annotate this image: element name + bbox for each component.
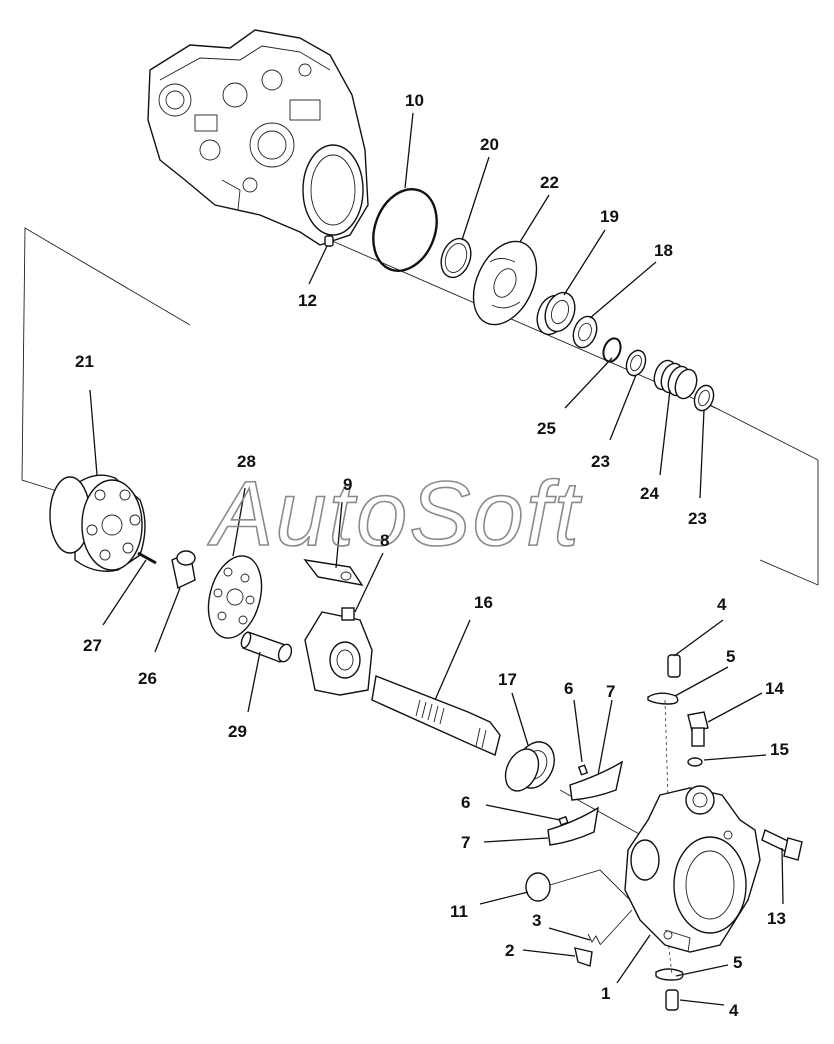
- callout-27: 27: [83, 636, 102, 655]
- part-7-shoe-a: [569, 760, 624, 801]
- part-2-poppet: [574, 947, 593, 967]
- part-22-valve-plate: [472, 240, 538, 326]
- callout-6-a: 6: [564, 679, 573, 698]
- callout-labels: 10 20 22 19 18 12 21 25 23 24 23 28 9 8 …: [75, 91, 789, 1020]
- part-28-retainer-plate: [207, 555, 263, 639]
- callout-15: 15: [770, 740, 789, 759]
- part-14-plug: [687, 711, 709, 747]
- callout-5-bottom: 5: [733, 953, 742, 972]
- part-8-swash-plate: [304, 607, 373, 696]
- part-3-spring: [587, 933, 601, 945]
- callout-7-b: 7: [461, 833, 470, 852]
- part-12-dowel-pin: [324, 235, 334, 247]
- part-13-bolt: [761, 829, 803, 861]
- callout-6-b: 6: [461, 793, 470, 812]
- part-18-washer: [572, 315, 598, 349]
- part-4-pin-bottom: [665, 989, 679, 1011]
- watermark-text: AutoSoft: [207, 463, 582, 565]
- callout-4-bottom: 4: [729, 1001, 739, 1020]
- callout-19: 19: [600, 207, 619, 226]
- callout-18: 18: [654, 241, 673, 260]
- callout-29: 29: [228, 722, 247, 741]
- callout-23-a: 23: [591, 452, 610, 471]
- callout-3: 3: [532, 911, 541, 930]
- callout-25: 25: [537, 419, 556, 438]
- part-6-key-b: [558, 815, 569, 826]
- part-5-circlip-bottom: [655, 968, 684, 981]
- callout-28: 28: [237, 452, 256, 471]
- part-23-spacer-a: [625, 349, 647, 377]
- callout-5-top: 5: [726, 647, 735, 666]
- part-15-o-ring: [687, 757, 703, 767]
- part-19-bearing: [536, 291, 576, 336]
- callout-4-top: 4: [717, 595, 727, 614]
- part-25-snap-ring: [602, 337, 622, 363]
- callout-24: 24: [640, 484, 659, 503]
- part-26-ball-guide: [171, 550, 196, 590]
- part-4-pin-top: [667, 654, 681, 678]
- callout-11: 11: [450, 902, 468, 921]
- part-23-spacer-b: [693, 384, 715, 412]
- part-11-o-ring: [525, 872, 551, 902]
- part-27-pin: [137, 551, 157, 565]
- part-17-bearing: [504, 741, 555, 792]
- pump-housing-casting: [147, 29, 369, 246]
- callout-22: 22: [540, 173, 559, 192]
- callout-17: 17: [498, 670, 517, 689]
- callout-8: 8: [380, 531, 389, 550]
- callout-20: 20: [480, 135, 499, 154]
- part-16-drive-shaft: [371, 675, 501, 756]
- part-10-o-ring: [372, 188, 438, 272]
- part-20-ring: [440, 237, 472, 279]
- part-24-spring: [653, 359, 698, 400]
- callout-13: 13: [767, 909, 786, 928]
- part-5-circlip-top: [647, 692, 679, 705]
- callout-10: 10: [405, 91, 424, 110]
- callout-7-a: 7: [606, 682, 615, 701]
- callout-21: 21: [75, 352, 94, 371]
- callout-2: 2: [505, 941, 514, 960]
- part-7-shoe-b: [547, 806, 599, 846]
- callout-23-b: 23: [688, 509, 707, 528]
- callout-12: 12: [298, 291, 317, 310]
- callout-16: 16: [474, 593, 493, 612]
- leader-lines: [89, 112, 784, 1006]
- part-21-cylinder-block: [49, 474, 146, 572]
- callout-9: 9: [343, 475, 352, 494]
- part-6-key-a: [577, 764, 589, 776]
- callout-1: 1: [601, 984, 610, 1003]
- part-1-motor-housing: [624, 785, 761, 953]
- part-9-plate: [303, 559, 364, 586]
- callout-14: 14: [765, 679, 784, 698]
- part-29-piston: [240, 631, 293, 663]
- callout-26: 26: [138, 669, 157, 688]
